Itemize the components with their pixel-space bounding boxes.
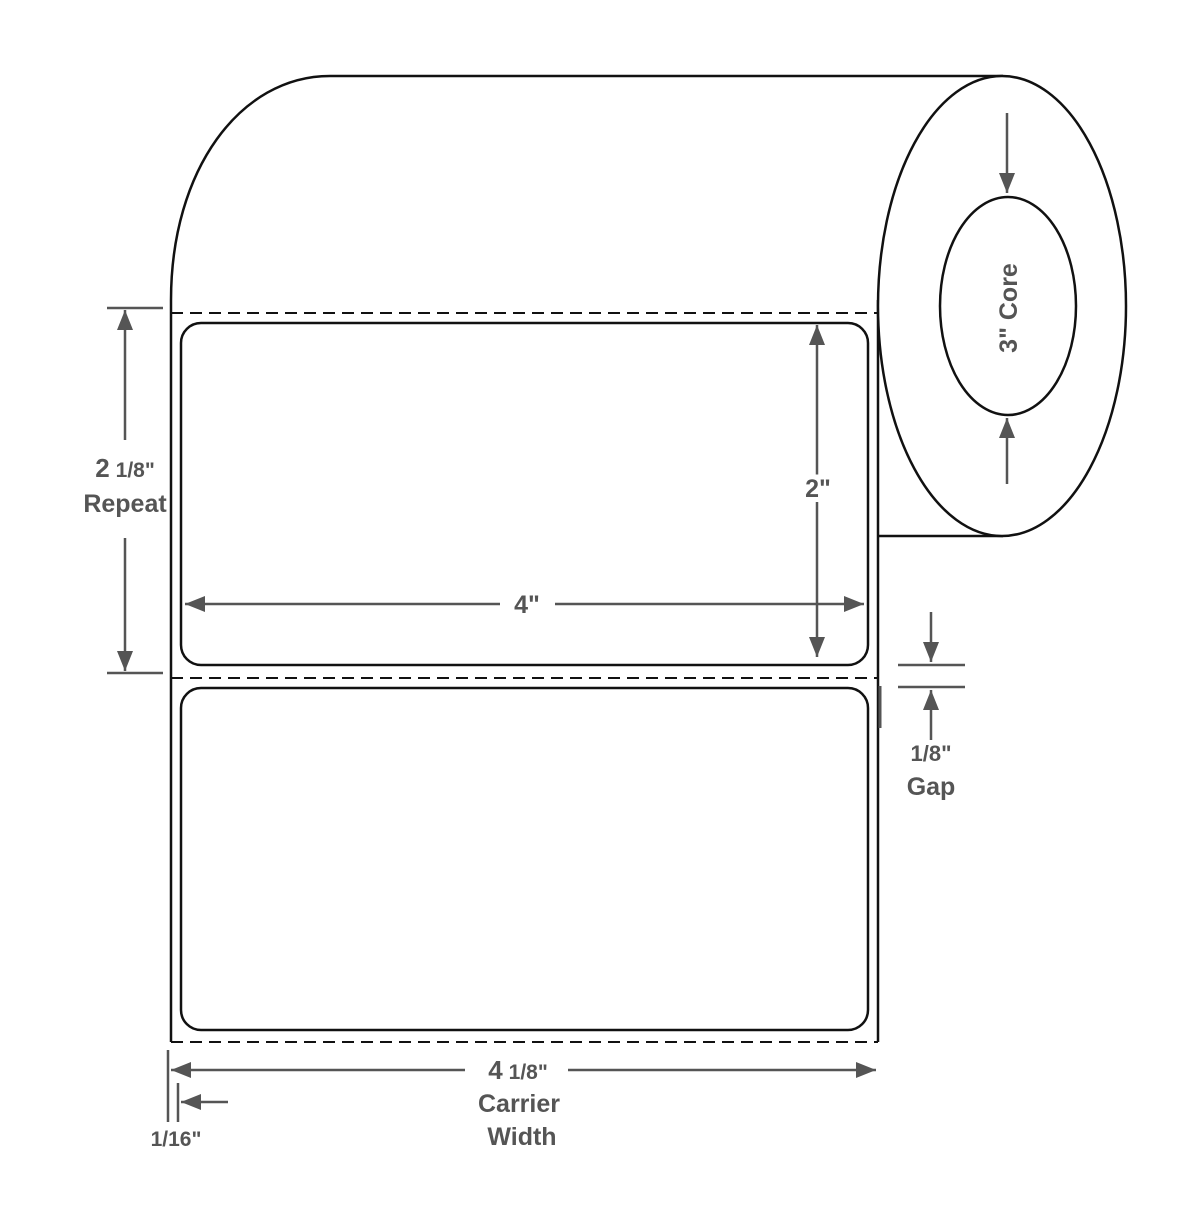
dashed-lines [171,312,878,1043]
carrier-width-label-2: Width [487,1123,556,1151]
liner-margin-value: 1/16" [151,1128,202,1151]
label-width-value: 4" [514,591,540,619]
gap-value: 1/8" [910,741,951,766]
label-2 [179,686,870,1032]
core-label: 3" Core [995,263,1023,353]
label-1 [179,321,870,667]
core-ellipse [938,195,1078,417]
label-height-value: 2" [805,475,831,503]
roll-outline [169,74,1003,1042]
carrier-width-label-1: Carrier [478,1090,560,1118]
gap-label: Gap [907,773,956,801]
repeat-label: Repeat [83,490,167,518]
